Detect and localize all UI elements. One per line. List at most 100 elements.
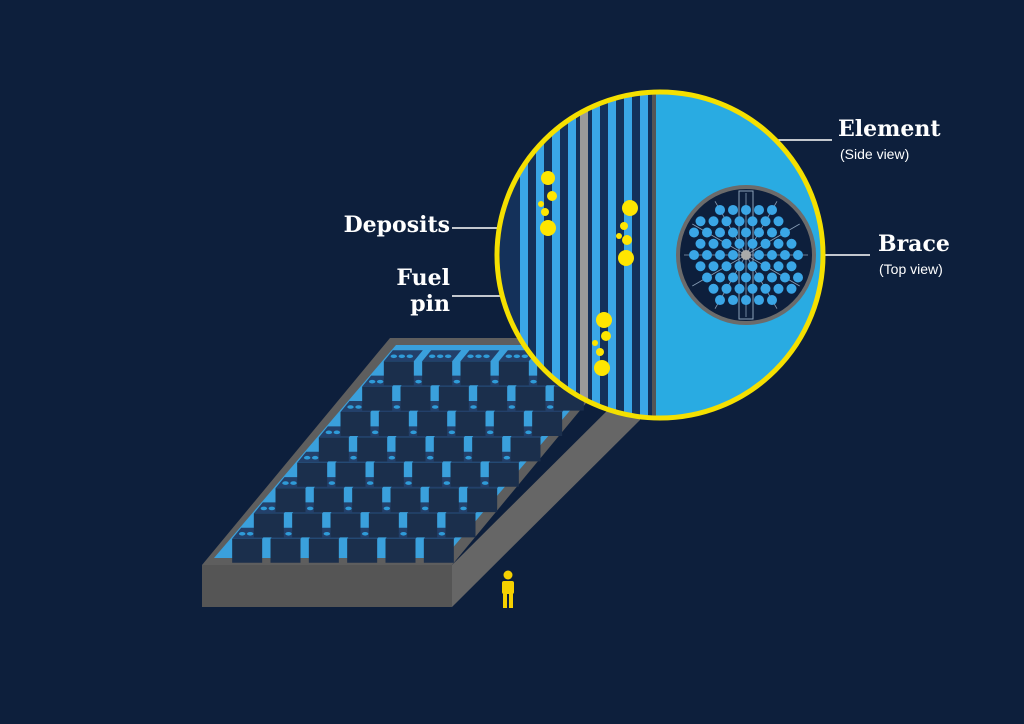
assembly-pin-top — [415, 379, 422, 384]
deposit-bubble — [596, 312, 612, 328]
fuel-assembly — [400, 386, 431, 411]
assembly-pin-top — [260, 506, 268, 511]
assembly-pin-top — [393, 405, 401, 409]
fuel-assembly — [423, 538, 454, 563]
assembly-pin-top — [525, 430, 532, 435]
brace-pin — [715, 272, 725, 283]
brace-pin — [747, 283, 758, 294]
fuel-pin — [608, 92, 616, 418]
fuel-assembly — [385, 538, 416, 563]
assembly-pin-top — [355, 405, 362, 409]
brace-pin — [754, 250, 764, 260]
deposit-bubble — [616, 233, 622, 239]
assembly-pin-top — [285, 531, 292, 536]
fuel-assembly — [477, 386, 508, 411]
assembly-pin-top — [481, 481, 489, 485]
brace-sublabel: (Top view) — [879, 261, 943, 277]
fuel-assembly — [253, 513, 284, 538]
fuel-assembly — [417, 412, 448, 436]
fuel-assembly — [318, 437, 349, 462]
brace-pin — [747, 238, 758, 249]
assembly-pin-top — [448, 430, 456, 435]
assembly-pin-top — [325, 430, 333, 435]
assembly-pin-top — [406, 354, 414, 359]
fuel-assembly — [383, 361, 414, 386]
brace-pin — [767, 227, 777, 238]
assembly-pin-top — [311, 455, 319, 460]
fuel-pin — [552, 92, 560, 418]
assembly-pin-top — [530, 379, 537, 384]
fuel-pin-label-line2: pin — [410, 291, 450, 317]
brace-pin — [754, 227, 764, 238]
deposit-bubble — [540, 220, 556, 236]
assembly-pin-top — [508, 405, 516, 409]
assembly-pin-top — [306, 506, 314, 511]
brace-pin — [715, 204, 725, 215]
brace-pin — [760, 283, 771, 294]
deposit-bubble — [538, 201, 544, 207]
brace-pin — [741, 227, 751, 238]
deposit-bubble — [594, 360, 610, 376]
fuel-assembly — [330, 513, 361, 538]
fuel-pin-label-line1: Fuel — [396, 265, 450, 291]
assembly-pin-top — [398, 354, 406, 359]
assembly-pin-top — [505, 354, 513, 359]
brace-pin — [689, 250, 699, 260]
deposit-bubble — [601, 331, 611, 341]
brace-pin — [767, 295, 777, 306]
fuel-assembly — [515, 386, 546, 411]
fuel-assembly — [362, 386, 393, 411]
assembly-pin-top — [483, 354, 490, 359]
fuel-assembly — [460, 361, 491, 386]
element-label: Element — [838, 116, 941, 142]
assembly-pin-top — [405, 481, 412, 485]
person-icon — [502, 570, 514, 608]
grey-rod — [580, 92, 588, 418]
deposit-bubble — [596, 348, 604, 356]
assembly-pin-top — [400, 531, 407, 536]
fuel-assembly — [488, 462, 519, 487]
brace-pin — [760, 261, 771, 272]
fuel-assembly — [532, 412, 563, 436]
fuel-assembly — [467, 488, 498, 513]
fuel-assembly — [275, 488, 306, 513]
assembly-pin-top — [465, 455, 472, 460]
brace-pin — [708, 283, 719, 294]
brace-pin — [773, 283, 784, 294]
brace-pin — [754, 204, 764, 215]
brace-pin — [695, 261, 706, 272]
brace-pin — [715, 295, 725, 306]
brace-pin — [728, 295, 738, 306]
brace-pin — [780, 227, 790, 238]
assembly-pin-top — [268, 506, 276, 511]
fuel-pin — [592, 92, 600, 418]
assembly-pin-top — [438, 531, 446, 536]
assembly-pin-top — [521, 354, 529, 359]
assembly-pin-top — [390, 354, 398, 359]
fuel-assembly — [347, 538, 378, 563]
brace-pin — [786, 283, 797, 294]
fuel-assembly — [498, 361, 529, 386]
fuel-pin — [640, 92, 648, 418]
brace-pin — [728, 250, 738, 260]
assembly-pin-top — [361, 531, 369, 536]
fuel-assembly — [445, 513, 476, 538]
assembly-pin-top — [290, 481, 297, 485]
magnifier-ring — [494, 89, 826, 421]
fuel-assembly — [455, 412, 486, 436]
fuel-assembly — [395, 437, 426, 462]
fuel-assembly — [357, 437, 388, 462]
brace-pin — [773, 238, 784, 249]
fuel-assembly — [378, 412, 409, 436]
assembly-pin-top — [491, 379, 499, 384]
brace-pin — [741, 272, 751, 283]
brace-pin — [734, 283, 745, 294]
brace-pin — [747, 261, 758, 272]
brace-pin — [721, 238, 732, 249]
brace-pin — [793, 272, 803, 283]
brace-pin — [767, 272, 777, 283]
brace-pin — [708, 261, 719, 272]
assembly-pin-top — [421, 506, 429, 511]
fuel-assembly — [232, 538, 263, 563]
